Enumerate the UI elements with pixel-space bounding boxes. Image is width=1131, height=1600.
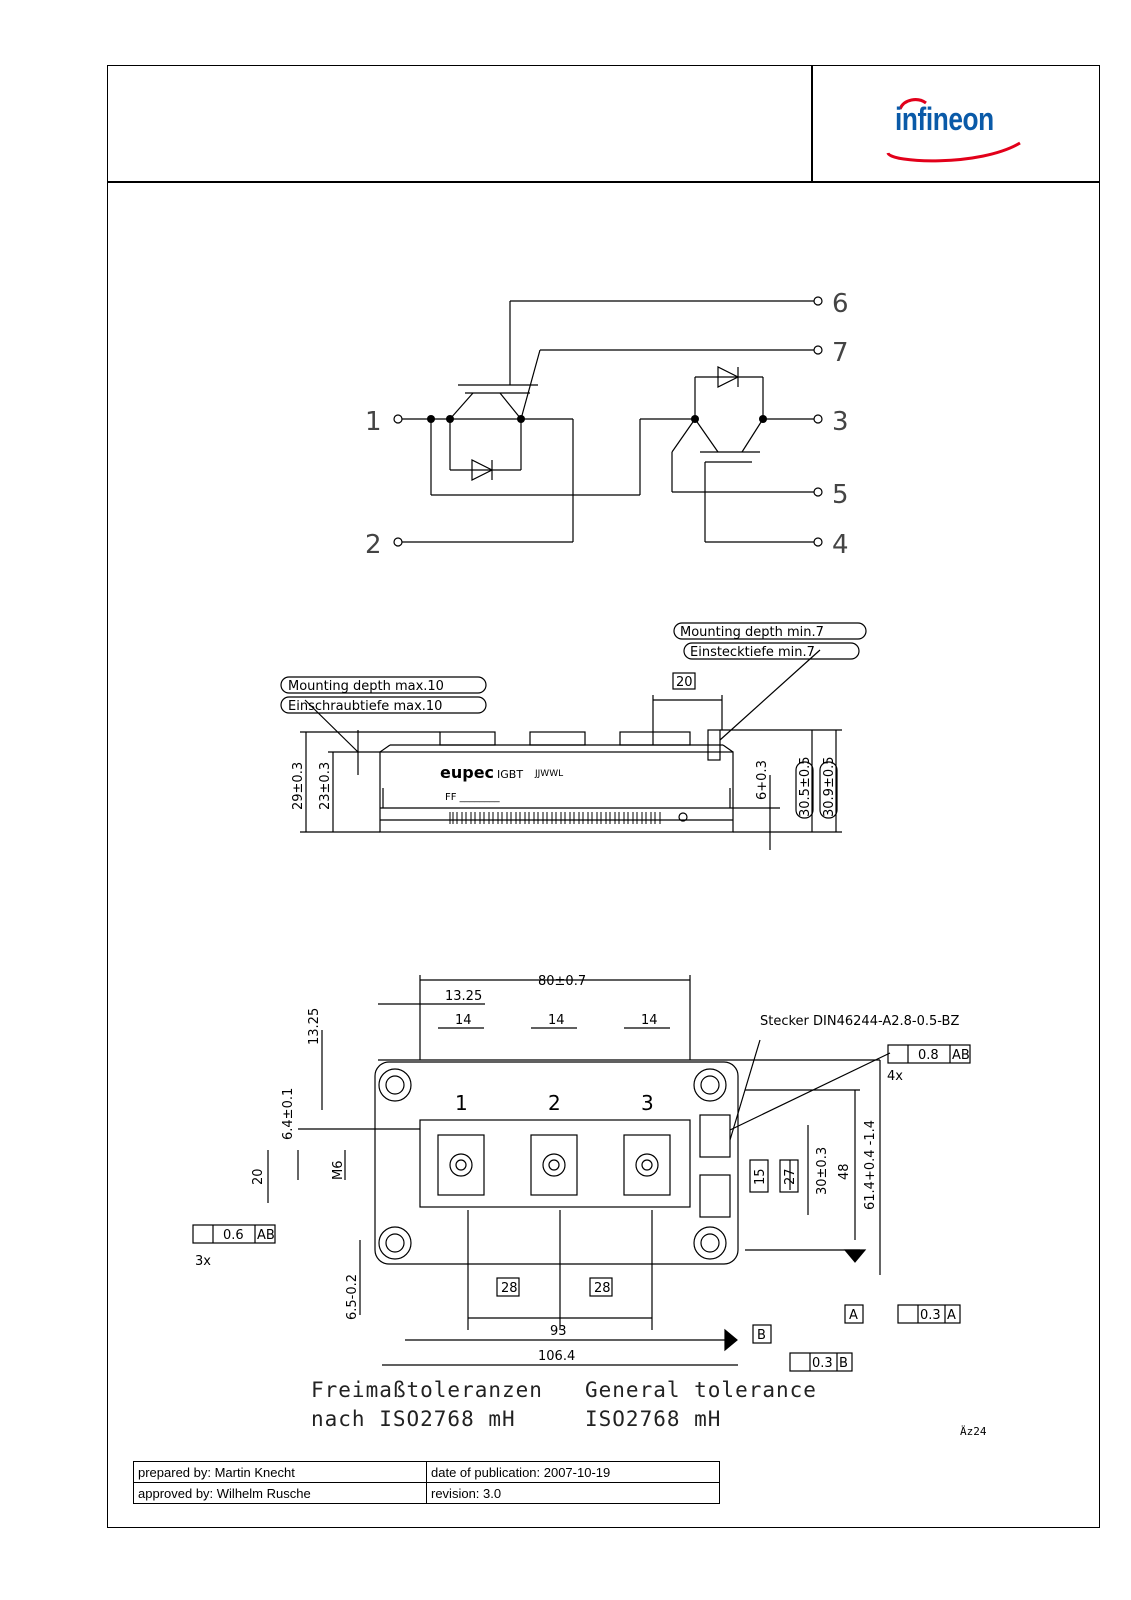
datum-b: B [757, 1328, 766, 1343]
marking-code: JJWWL [534, 769, 563, 779]
dim-14-a: 14 [455, 1013, 472, 1028]
top-view [192, 975, 971, 1372]
thread-m6: M6 [331, 1161, 346, 1181]
pos-ref-ab: AB [952, 1048, 970, 1063]
pin-label-5: 5 [832, 480, 849, 510]
flat-ref-a: A [947, 1308, 956, 1323]
dim-80: 80±0.7 [538, 974, 586, 989]
side-dim-20: 20 [676, 675, 693, 690]
dim-14-c: 14 [641, 1013, 658, 1028]
brand-name: infineon [895, 101, 994, 137]
connector-spec: Stecker DIN46244-A2.8-0.5-BZ [760, 1014, 959, 1029]
logo-swoosh [886, 98, 1021, 163]
dim-28-a: 28 [501, 1281, 518, 1296]
datum-a: A [849, 1308, 858, 1323]
terminal-label-1: 1 [455, 1091, 468, 1115]
pin-label-7: 7 [832, 338, 849, 368]
pin-label-1: 1 [365, 407, 382, 437]
dim-48: 48 [837, 1163, 852, 1180]
dim-28-b: 28 [594, 1281, 611, 1296]
side-dim-29: 29±0.3 [291, 762, 306, 810]
tolerance-de-line1: Freimaßtoleranzen [311, 1378, 543, 1402]
header-divider [107, 181, 1100, 183]
dim-14-b: 14 [548, 1013, 565, 1028]
tolerance-en-line2: ISO2768 mH [585, 1407, 722, 1431]
marking-ff: FF ________ [445, 792, 501, 803]
junction-dots [427, 415, 767, 423]
terminal-label-2: 2 [548, 1091, 561, 1115]
marking-type: IGBT [497, 768, 523, 781]
mounting-depth-max-de: Einschraubtiefe max.10 [288, 699, 442, 714]
logo-divider [811, 65, 813, 182]
pin-terminals [393, 296, 823, 547]
drawing-frame [107, 65, 1100, 1528]
dim-13-25-horizontal: 13.25 [445, 989, 482, 1004]
dim-20: 20 [251, 1168, 266, 1185]
tolerance-en-line1: General tolerance [585, 1378, 817, 1402]
dim-61-4: 61.4+0.4 -1.4 [863, 1120, 878, 1210]
pin-label-2: 2 [365, 530, 382, 560]
mounting-depth-min-de: Einstecktiefe min.7 [690, 645, 815, 660]
pin-label-4: 4 [832, 530, 849, 560]
prepared-by: prepared by: Martin Knecht [133, 1461, 427, 1483]
dim-6-5: 6.5-0.2 [345, 1274, 360, 1320]
pos-tol-08: 0.8 [918, 1048, 939, 1063]
count-4x: 4x [887, 1069, 903, 1084]
dim-6-4: 6.4±0.1 [281, 1088, 296, 1140]
side-dim-30-5: 30.5±0.5 [798, 756, 813, 817]
count-3x: 3x [195, 1254, 211, 1269]
side-view [280, 622, 867, 850]
dim-93: 93 [550, 1324, 567, 1339]
tolerance-de-line2: nach ISO2768 mH [311, 1407, 516, 1431]
title-block: prepared by: Martin Knecht date of publi… [133, 1461, 720, 1504]
brand-logo: infineon [870, 95, 1030, 165]
dim-30: 30±0.3 [815, 1147, 830, 1195]
pin-label-6: 6 [832, 289, 849, 319]
marking-brand: eupec [440, 763, 494, 782]
pos-tol-06: 0.6 [223, 1228, 244, 1243]
dim-13-25-vertical: 13.25 [307, 1008, 322, 1045]
side-dim-30-9: 30.9±0.5 [822, 756, 837, 817]
side-dim-23: 23±0.3 [318, 762, 333, 810]
pin-label-3: 3 [832, 407, 849, 437]
dim-106-4: 106.4 [538, 1349, 575, 1364]
flat-tol-a: 0.3 [920, 1308, 941, 1323]
revision-code: Äz24 [960, 1425, 987, 1438]
flat-ref-b: B [839, 1356, 848, 1371]
mounting-depth-min-en: Mounting depth min.7 [680, 625, 824, 640]
side-dim-6: 6+0.3 [755, 760, 770, 800]
circuit-schematic [402, 300, 814, 543]
mounting-depth-max-en: Mounting depth max.10 [288, 679, 444, 694]
publication-date: date of publication: 2007-10-19 [426, 1461, 720, 1483]
revision: revision: 3.0 [426, 1482, 720, 1504]
dim-15: 15 [753, 1168, 768, 1185]
terminal-label-3: 3 [641, 1091, 654, 1115]
approved-by: approved by: Wilhelm Rusche [133, 1482, 427, 1504]
pos-ref-ab2: AB [257, 1228, 275, 1243]
flat-tol-b: 0.3 [812, 1356, 833, 1371]
dim-27: 27 [783, 1168, 798, 1185]
